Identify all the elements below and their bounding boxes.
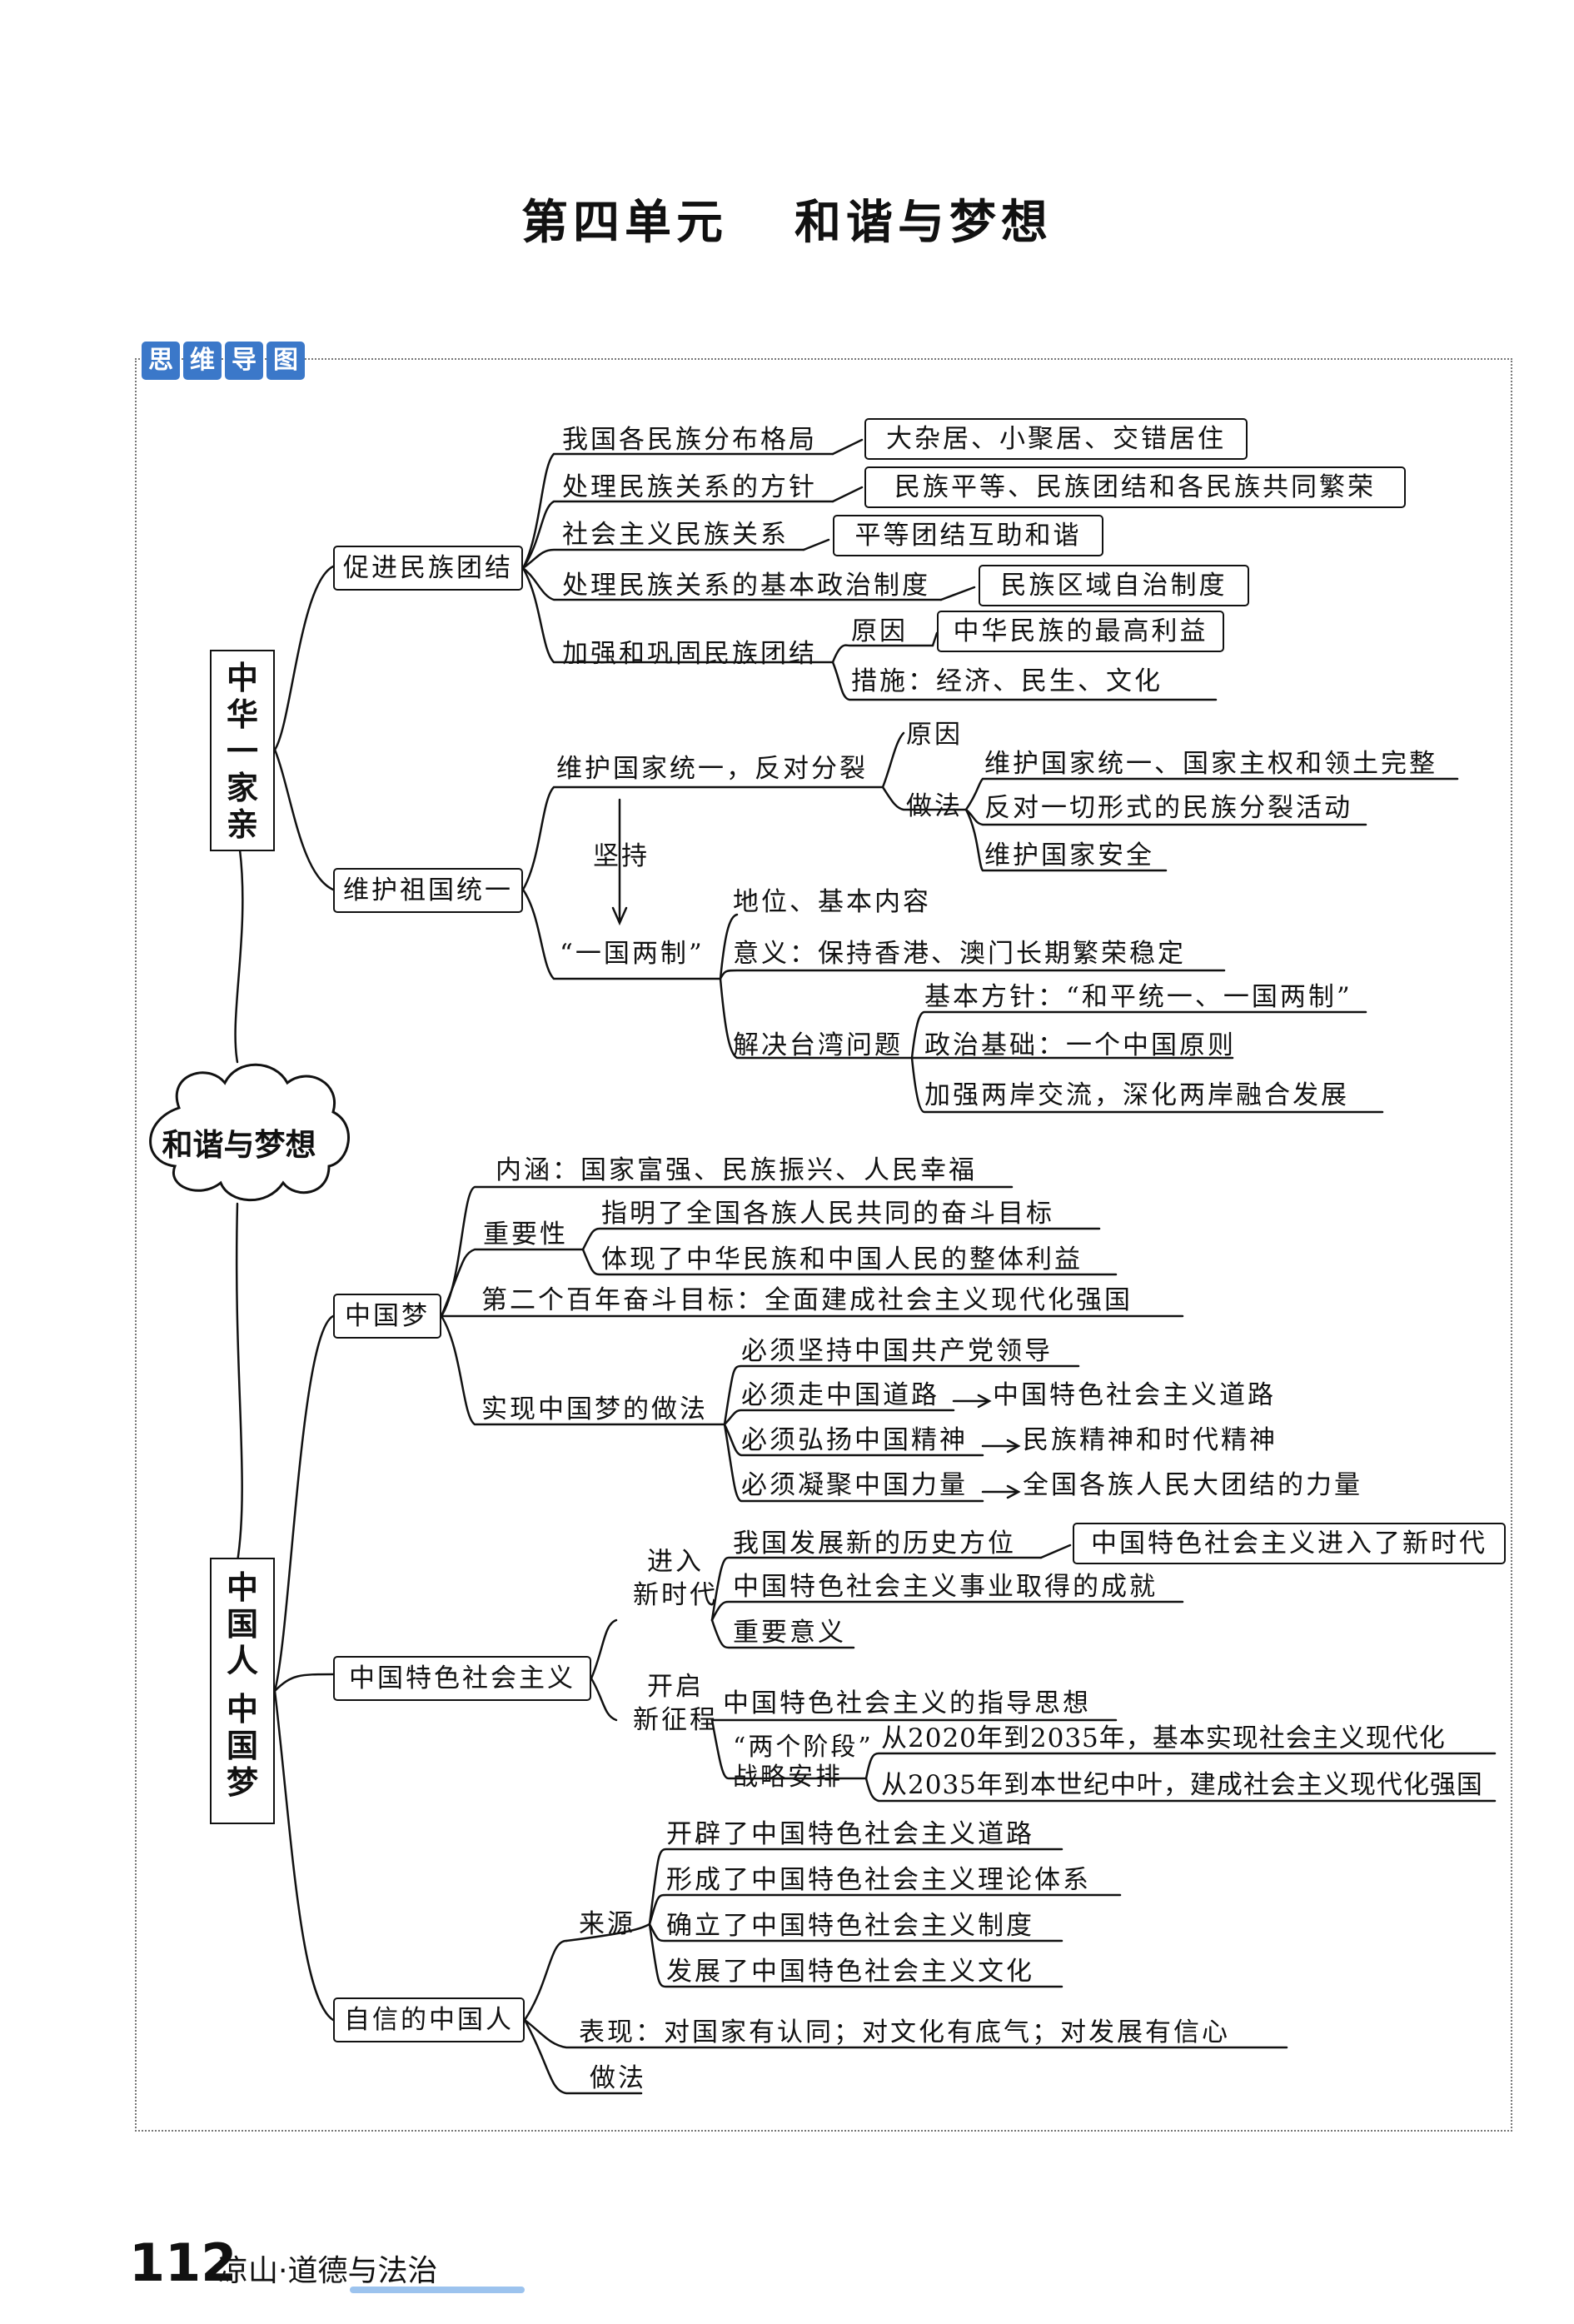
branch-label-char: 中: [226, 1691, 258, 1728]
node-meaning: 意义：保持香港、澳门长期繁荣稳定: [733, 939, 1186, 969]
node-taiwan-2: 政治基础：一个中国原则: [924, 1030, 1236, 1060]
node-stage-2: 从2035年到本世纪中叶，建成社会主义现代化强国: [881, 1770, 1483, 1800]
node-how-3: 必须弘扬中国精神: [741, 1425, 968, 1455]
node-taiwan-1: 基本方针：“和平统一、一国两制”: [924, 982, 1352, 1012]
node-significance: 重要意义: [733, 1618, 846, 1648]
title-part2: 和谐与梦想: [794, 196, 1053, 250]
node-taiwan: 解决台湾问题: [733, 1030, 903, 1060]
node-distribution-box: 大杂居、小聚居、交错居住: [864, 418, 1248, 460]
node-goal: 第二个百年奋斗目标：全面建成社会主义现代化强国: [481, 1285, 1133, 1315]
node-how-2: 必须走中国道路: [741, 1380, 939, 1410]
node-system-box: 民族区域自治制度: [979, 565, 1249, 606]
node-source: 来源: [579, 1909, 635, 1939]
node-practice-1: 维护国家统一、国家主权和领土完整: [984, 749, 1437, 779]
node-policy: 处理民族关系的方针: [562, 472, 817, 502]
node-practice-3: 维护国家安全: [984, 840, 1154, 870]
node-relation-box: 平等团结互助和谐: [833, 515, 1103, 556]
branch-label-char: 中: [226, 660, 258, 696]
branch-label-char: 亲: [226, 806, 258, 843]
node-enter-line1: 进入: [647, 1547, 704, 1577]
badge-char: 导: [225, 342, 263, 380]
node-how-4-result: 全国各族人民大团结的力量: [1023, 1470, 1362, 1500]
branch-label-char: 家: [226, 770, 258, 806]
node-promote-unity: 促进民族团结: [333, 546, 523, 591]
branch-label-chinese-dream: 中 国 人 中 国 梦: [210, 1558, 275, 1824]
node-maintain-reunification: 维护祖国统一: [333, 868, 523, 913]
node-importance: 重要性: [483, 1219, 568, 1249]
node-oppose-split: 维护国家统一，反对分裂: [556, 754, 868, 784]
node-reason: 原因: [851, 616, 908, 646]
root-cloud-shape: [149, 1063, 350, 1202]
node-source-1: 开辟了中国特色社会主义道路: [666, 1819, 1034, 1849]
branch-label-char: 国: [226, 1728, 258, 1764]
node-importance-1: 指明了全国各族人民共同的奋斗目标: [601, 1199, 1054, 1229]
node-source-3: 确立了中国特色社会主义制度: [666, 1911, 1034, 1941]
branch-label-char: 一: [226, 733, 258, 770]
node-achievement: 中国特色社会主义事业取得的成就: [733, 1572, 1158, 1602]
branch-label-china-one-family: 中 华 一 家 亲: [210, 650, 275, 851]
badge-char: 图: [266, 342, 305, 380]
title-part1: 第四单元: [521, 196, 728, 250]
node-strengthen: 加强和巩固民族团结: [562, 639, 817, 669]
node-taiwan-3: 加强两岸交流，深化两岸融合发展: [924, 1080, 1349, 1110]
node-source-4: 发展了中国特色社会主义文化: [666, 1957, 1034, 1987]
node-stage-1: 从2020年到2035年，基本实现社会主义现代化: [881, 1723, 1446, 1753]
node-persist: 坚持: [593, 841, 650, 871]
footer-text: 凉山·道德与法治: [218, 2254, 438, 2288]
node-performance: 表现：对国家有认同；对文化有底气；对发展有信心: [579, 2017, 1230, 2047]
footer-accent-bar: [350, 2287, 525, 2293]
node-new-journey: 开启 新征程: [633, 1670, 718, 1737]
node-confident-chinese: 自信的中国人: [333, 1997, 525, 2042]
node-measure: 措施：经济、民生、文化: [851, 666, 1163, 696]
node-practice-2: 反对一切形式的民族分裂活动: [984, 793, 1352, 823]
branch-label-char: 人: [226, 1643, 258, 1679]
node-connotation: 内涵：国家富强、民族振兴、人民幸福: [496, 1155, 977, 1185]
node-two-stages: “两个阶段” 战略安排: [733, 1733, 874, 1793]
node-relation: 社会主义民族关系: [562, 520, 789, 550]
page-number: 112: [129, 2232, 237, 2293]
mind-map-frame: [135, 358, 1512, 2132]
node-system: 处理民族关系的基本政治制度: [562, 571, 930, 601]
node-chinese-dream: 中国梦: [333, 1294, 441, 1339]
node-how-to: 实现中国梦的做法: [481, 1394, 708, 1424]
root-node: 和谐与梦想: [162, 1127, 316, 1163]
node-how-4: 必须凝聚中国力量: [741, 1470, 968, 1500]
badge-char: 维: [183, 342, 222, 380]
badge-char: 思: [142, 342, 180, 380]
node-stages-line1: “两个阶段”: [733, 1733, 874, 1762]
node-practice: 做法: [906, 791, 963, 821]
node-source-2: 形成了中国特色社会主义理论体系: [666, 1865, 1091, 1895]
branch-label-char: 华: [226, 696, 258, 733]
node-one-country-two-systems: “一国两制”: [560, 939, 705, 969]
node-open-line1: 开启: [647, 1672, 704, 1702]
node-distribution: 我国各民族分布格局: [562, 425, 817, 455]
node-how-1: 必须坚持中国共产党领导: [741, 1336, 1053, 1366]
node-socialism: 中国特色社会主义: [333, 1656, 591, 1701]
node-status: 地位、基本内容: [733, 887, 931, 917]
node-enter-line2: 新时代: [633, 1580, 718, 1610]
node-cause: 原因: [906, 720, 963, 750]
node-how-3-result: 民族精神和时代精神: [1023, 1425, 1278, 1455]
node-method: 做法: [590, 2063, 646, 2093]
node-stages-line2: 战略安排: [733, 1763, 843, 1792]
node-open-line2: 新征程: [633, 1705, 718, 1735]
page-title: 第四单元 和谐与梦想: [0, 185, 1574, 252]
node-reason-box: 中华民族的最高利益: [937, 611, 1224, 652]
node-historic-position-box: 中国特色社会主义进入了新时代: [1073, 1523, 1506, 1564]
node-historic-position: 我国发展新的历史方位: [733, 1529, 1016, 1558]
node-guiding-thought: 中国特色社会主义的指导思想: [723, 1688, 1091, 1718]
node-importance-2: 体现了中华民族和中国人民的整体利益: [601, 1244, 1083, 1274]
node-policy-box: 民族平等、民族团结和各民族共同繁荣: [864, 466, 1406, 508]
node-how-2-result: 中国特色社会主义道路: [993, 1380, 1276, 1410]
branch-label-char: 梦: [226, 1764, 258, 1801]
branch-label-char: 国: [226, 1606, 258, 1643]
branch-label-char: 中: [226, 1569, 258, 1606]
node-enter-new-era: 进入 新时代: [633, 1545, 718, 1612]
